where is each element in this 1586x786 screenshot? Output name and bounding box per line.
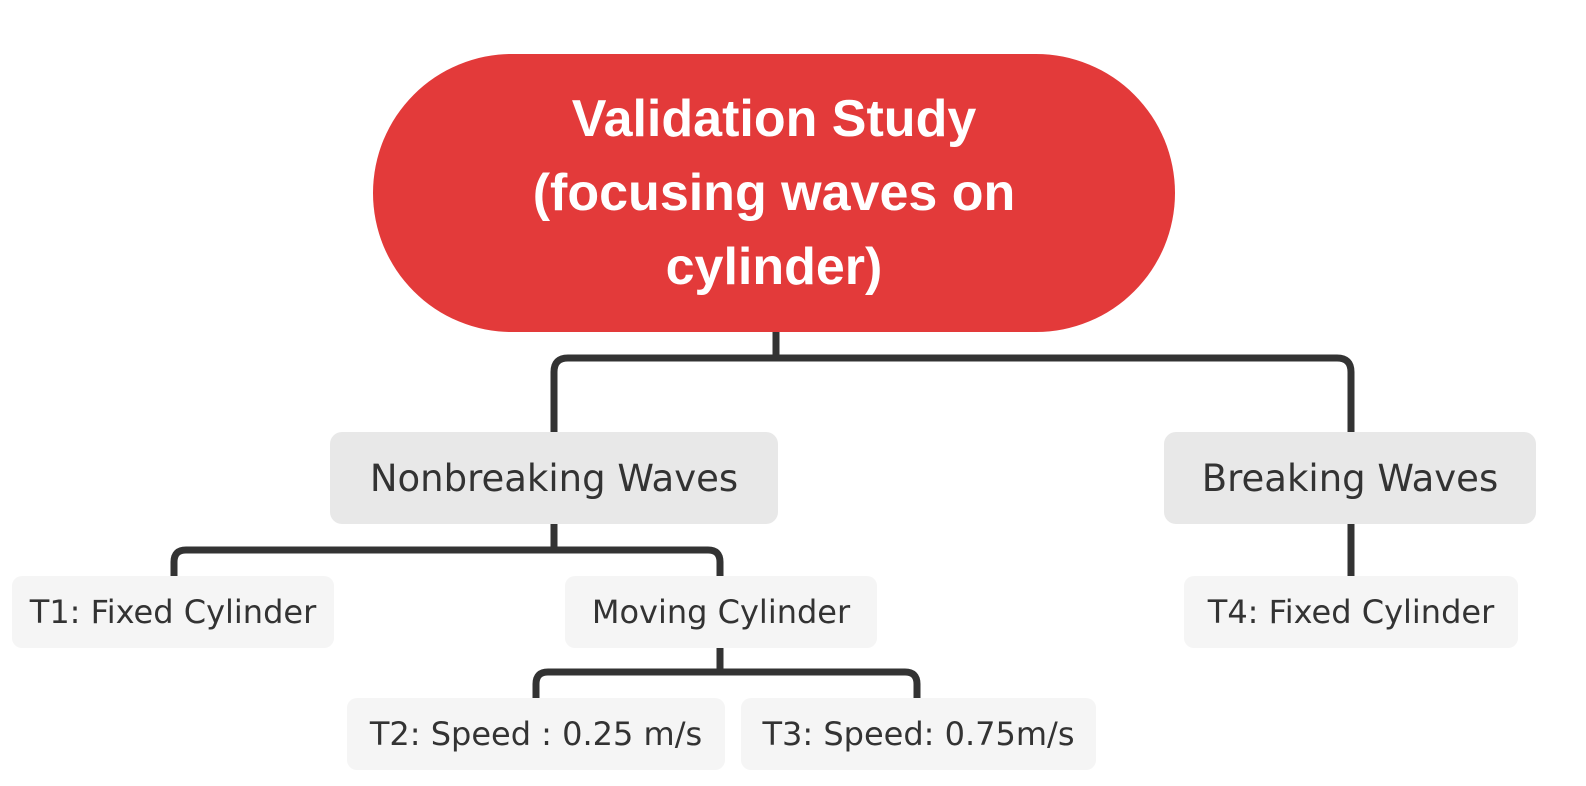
nonbreaking-to-children-connector — [170, 524, 724, 576]
branch-label: Breaking Waves — [1201, 456, 1499, 500]
branch-node-nonbreaking-waves[interactable]: Nonbreaking Waves — [330, 432, 778, 524]
leaf-label: T2: Speed : 0.25 m/s — [369, 715, 703, 753]
root-title-line-2: (focusing waves on — [532, 164, 1016, 222]
branch-label: Nonbreaking Waves — [369, 456, 739, 500]
leaf-label: T1: Fixed Cylinder — [29, 593, 317, 631]
branch-node-breaking-waves[interactable]: Breaking Waves — [1164, 432, 1536, 524]
leaf-node-t3-speed[interactable]: T3: Speed: 0.75m/s — [741, 698, 1096, 770]
leaf-node-t1-fixed-cylinder[interactable]: T1: Fixed Cylinder — [12, 576, 334, 648]
root-to-branches-connector — [550, 332, 1355, 432]
leaf-label: T3: Speed: 0.75m/s — [762, 715, 1075, 753]
node-moving-cylinder[interactable]: Moving Cylinder — [565, 576, 877, 648]
leaf-node-t2-speed[interactable]: T2: Speed : 0.25 m/s — [347, 698, 725, 770]
leaf-node-t4-fixed-cylinder[interactable]: T4: Fixed Cylinder — [1184, 576, 1518, 648]
root-node-validation-study[interactable]: Validation Study (focusing waves on cyli… — [373, 54, 1175, 332]
moving-to-children-connector — [532, 648, 921, 698]
node-label: Moving Cylinder — [591, 593, 851, 631]
root-title-line-1: Validation Study — [571, 90, 977, 148]
root-title-line-3: cylinder) — [665, 238, 883, 296]
leaf-label: T4: Fixed Cylinder — [1207, 593, 1495, 631]
